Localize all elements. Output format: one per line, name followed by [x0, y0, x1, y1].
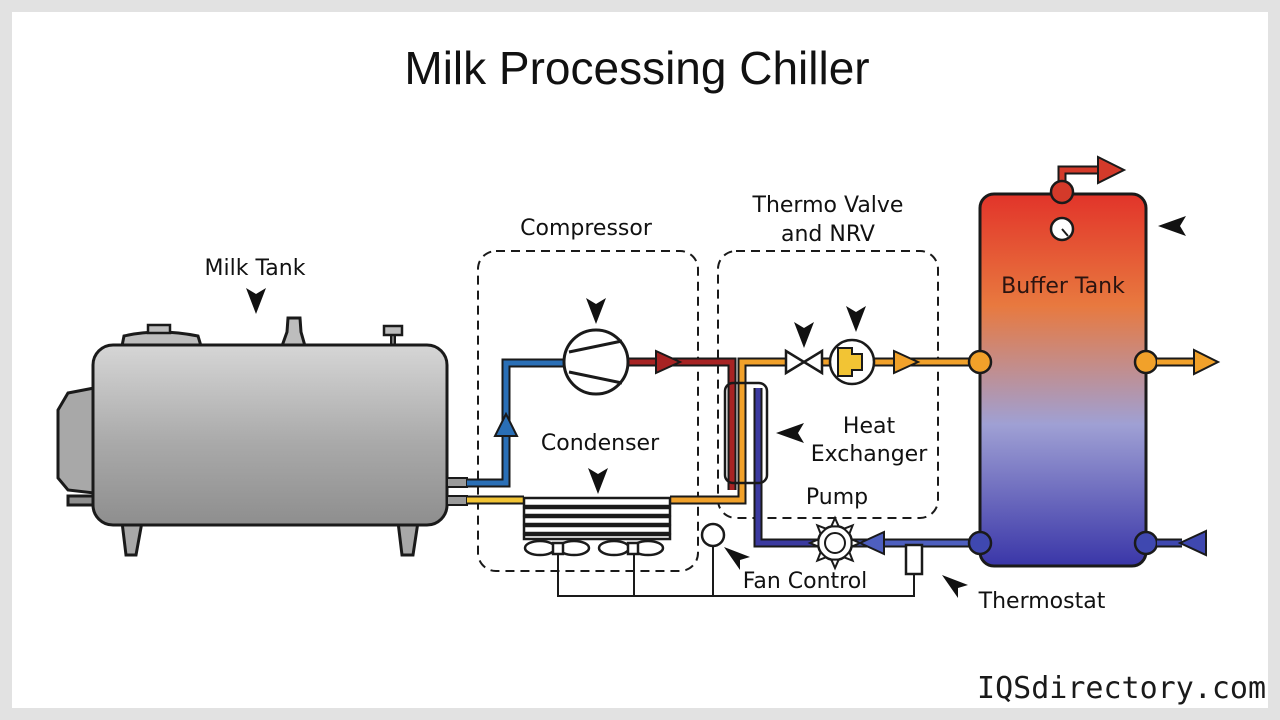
pump-tooth	[815, 550, 828, 563]
flow-arrow-right-warm	[893, 349, 921, 375]
pump-tooth	[842, 523, 855, 536]
label-condenser: Condenser	[541, 431, 660, 456]
label-fan-control: Fan Control	[743, 569, 868, 594]
non-return-valve	[828, 338, 876, 386]
pump-tooth	[829, 515, 841, 528]
watermark: IQSdirectory.com	[977, 671, 1266, 706]
exchanger-return-pipe	[753, 388, 820, 548]
pointer-fan-control	[724, 547, 750, 570]
label-buffer-tank: Buffer Tank	[1001, 274, 1125, 299]
pump	[807, 515, 863, 571]
pointer-condenser	[588, 468, 608, 494]
pointer-buffer-tank	[1158, 216, 1186, 236]
label-heat-exchanger-line2: Exchanger	[811, 442, 928, 467]
pump-tooth	[829, 558, 841, 571]
pump-tooth	[850, 537, 863, 549]
cold-suction-pipe	[467, 358, 566, 488]
pointer-thermo-valve	[794, 322, 814, 348]
pointer-compressor	[586, 298, 606, 324]
return-pipe	[852, 530, 980, 556]
label-compressor: Compressor	[520, 216, 653, 241]
label-heat-exchanger-line1: Heat	[843, 414, 896, 439]
thermo-valve	[784, 348, 824, 376]
thermostat-sensor	[904, 543, 924, 576]
hot-discharge-pipe	[628, 349, 737, 490]
label-thermostat: Thermostat	[978, 589, 1106, 614]
diagram-title: Milk Processing Chiller	[404, 42, 869, 94]
buffer-tank	[967, 155, 1221, 568]
flow-arrow-right-hot	[655, 349, 683, 375]
pump-tooth	[815, 523, 828, 536]
compressor	[562, 328, 630, 396]
thermo-valve-box	[717, 250, 939, 519]
heat-exchanger	[723, 381, 769, 485]
label-thermo-valve-line1: Thermo Valve	[752, 193, 904, 218]
pointer-arrows	[246, 216, 1186, 598]
compressor-box	[477, 250, 699, 572]
pointer-heat-exchanger	[776, 423, 804, 443]
pump-tooth	[807, 537, 820, 549]
flow-arrow-up	[493, 411, 519, 437]
label-milk-tank: Milk Tank	[205, 256, 306, 281]
pointer-thermostat	[942, 575, 968, 598]
milk-tank	[56, 316, 468, 557]
pump-tooth	[842, 550, 855, 563]
condenser	[522, 496, 672, 557]
fan-control-sensor	[700, 522, 726, 548]
label-thermo-valve-line2: and NRV	[781, 222, 875, 247]
label-pump: Pump	[806, 485, 868, 510]
pointer-nrv	[846, 306, 866, 332]
control-wiring	[557, 546, 915, 597]
flow-arrow-left-return	[857, 530, 885, 556]
liquid-line-pipe	[467, 357, 785, 505]
pointer-milk-tank	[246, 288, 266, 314]
